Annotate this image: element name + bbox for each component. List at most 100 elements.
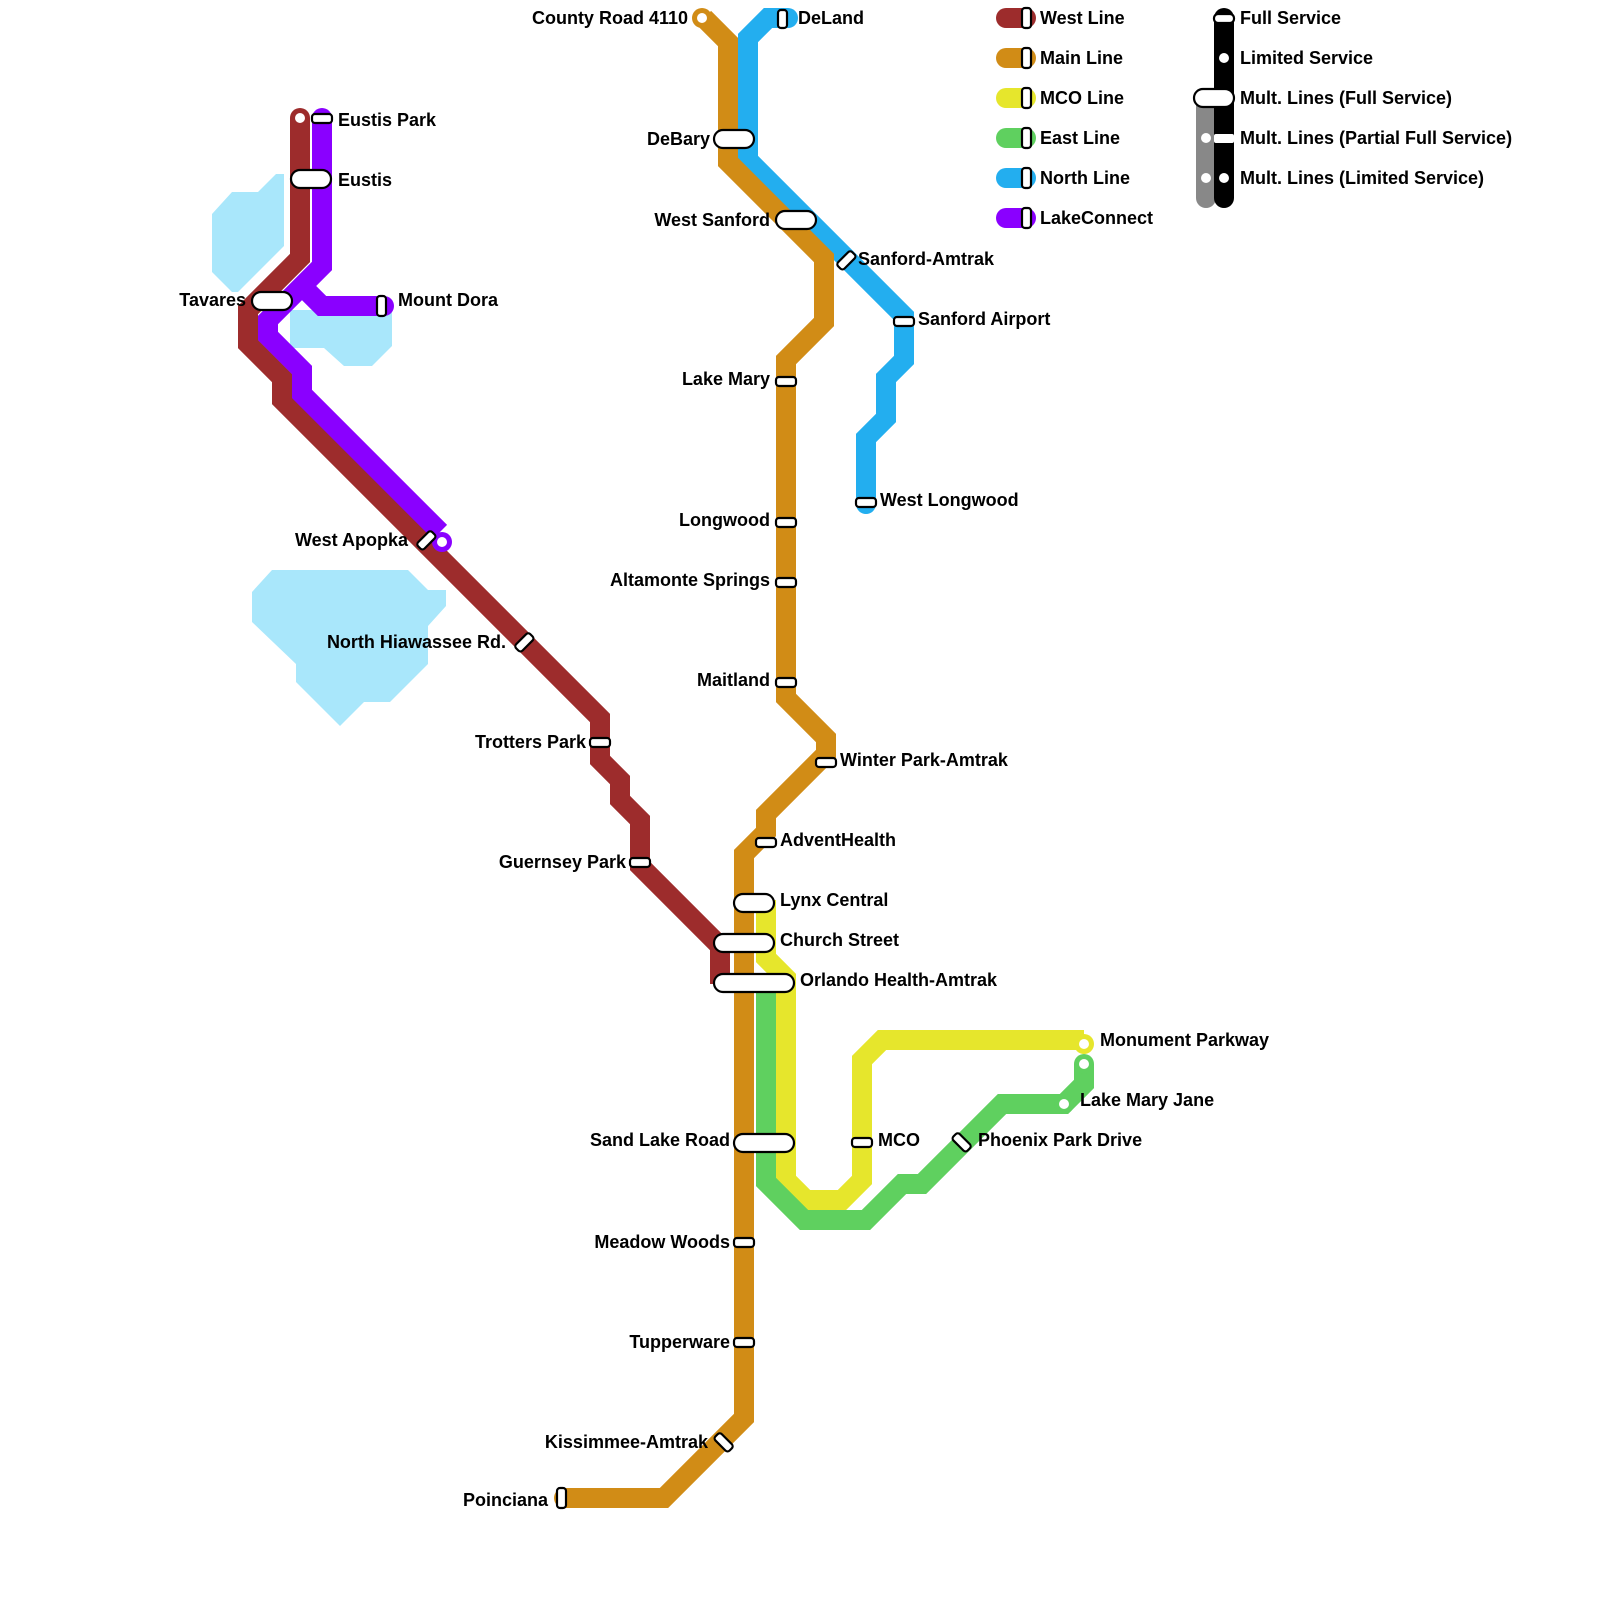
lake-eustis (212, 174, 284, 292)
legend-label-full-service: Full Service (1240, 8, 1341, 28)
legend-marker (1020, 46, 1033, 70)
station-north-hiawassee[interactable] (514, 632, 535, 653)
label-sanford-amtrak: Sanford-Amtrak (858, 249, 995, 269)
legend-label-west: West Line (1040, 8, 1125, 28)
label-lynx-central: Lynx Central (780, 890, 888, 910)
station-tupperware[interactable] (732, 1336, 756, 1349)
legend-service: Full Service Limited Service Mult. Lines… (1192, 8, 1512, 208)
station-eustis-park[interactable] (310, 112, 334, 125)
label-west-sanford: West Sanford (654, 210, 770, 230)
legend-mult-partial-marker (1214, 134, 1234, 143)
legend-lakeconnect: LakeConnect (996, 206, 1153, 230)
station-trotters-park[interactable] (588, 736, 612, 749)
label-debary: DeBary (647, 129, 710, 149)
north-line-path (738, 8, 914, 504)
station-sand-lake-road[interactable] (732, 1132, 796, 1154)
legend-label-mco: MCO Line (1040, 88, 1124, 108)
station-adventhealth[interactable] (754, 836, 778, 849)
legend-mult-full-marker (1192, 87, 1236, 109)
terminal-west-apopka-lc-inner (437, 537, 447, 547)
station-lynx-central[interactable] (732, 892, 776, 914)
label-tavares: Tavares (179, 290, 246, 310)
legend-label-mult-partial: Mult. Lines (Partial Full Service) (1240, 128, 1512, 148)
label-adventhealth: AdventHealth (780, 830, 896, 850)
label-west-longwood: West Longwood (880, 490, 1019, 510)
station-maitland[interactable] (774, 676, 798, 689)
label-sand-lake-road: Sand Lake Road (590, 1130, 730, 1150)
legend-mult-limited-dot-a (1201, 173, 1211, 183)
station-west-sanford[interactable] (774, 209, 818, 231)
station-phoenix-park-drive[interactable] (951, 1132, 972, 1153)
legend-west-line: West Line (996, 6, 1125, 30)
lake-dora (290, 310, 392, 366)
label-trotters-park: Trotters Park (475, 732, 587, 752)
station-winter-park-amtrak[interactable] (814, 756, 838, 769)
label-meadow-woods: Meadow Woods (594, 1232, 730, 1252)
label-guernsey-park: Guernsey Park (499, 852, 627, 872)
station-sanford-amtrak[interactable] (836, 250, 857, 271)
lakeconnect-mount-dora-branch (294, 278, 384, 316)
station-west-apopka[interactable] (416, 530, 437, 551)
station-deland[interactable] (776, 8, 789, 30)
station-tavares[interactable] (250, 290, 294, 312)
legend-lines: West Line Main Line MCO Line East Line N… (996, 6, 1153, 230)
lake-apopka (252, 570, 446, 726)
legend-label-mult-full: Mult. Lines (Full Service) (1240, 88, 1452, 108)
legend-north-line: North Line (996, 166, 1130, 190)
station-debary[interactable] (712, 128, 756, 150)
station-orlando-health-amtrak[interactable] (712, 972, 796, 994)
station-church-street[interactable] (712, 932, 776, 954)
legend-full-service-marker (1212, 12, 1236, 25)
legend-marker (1020, 86, 1033, 110)
label-kissimmee-amtrak: Kissimmee-Amtrak (545, 1432, 709, 1452)
label-orlando-health-amtrak: Orlando Health-Amtrak (800, 970, 998, 990)
terminal-county-road-inner (697, 13, 707, 23)
label-north-hiawassee: North Hiawassee Rd. (327, 632, 506, 652)
legend-mult-partial-limited-dot (1201, 133, 1211, 143)
station-labels: County Road 4110 DeLand DeBary West Sanf… (179, 8, 1269, 1510)
legend-marker (1020, 6, 1033, 30)
terminal-markers (290, 8, 1094, 1508)
station-poinciana[interactable] (555, 1486, 568, 1510)
label-west-apopka: West Apopka (295, 530, 409, 550)
terminal-eustis-park-west-inner (295, 113, 305, 123)
station-sanford-airport[interactable] (892, 315, 916, 328)
station-lake-mary[interactable] (774, 375, 798, 388)
station-longwood[interactable] (774, 516, 798, 529)
station-kissimmee-amtrak[interactable] (713, 1432, 734, 1453)
legend-marker (1020, 166, 1033, 190)
label-poinciana: Poinciana (463, 1490, 549, 1510)
main-line-path (564, 10, 836, 1508)
water-bodies (212, 174, 446, 726)
station-mco[interactable] (850, 1136, 874, 1149)
station-guernsey-park[interactable] (628, 856, 652, 869)
station-altamonte-springs[interactable] (774, 576, 798, 589)
label-monument-parkway: Monument Parkway (1100, 1030, 1269, 1050)
legend-limited-service-marker (1219, 53, 1229, 63)
label-winter-park-amtrak: Winter Park-Amtrak (840, 750, 1009, 770)
station-markers (250, 8, 972, 1510)
legend-main-line: Main Line (996, 46, 1123, 70)
terminal-east-end-inner (1079, 1059, 1089, 1069)
label-maitland: Maitland (697, 670, 770, 690)
terminal-monument-parkway-inner (1079, 1039, 1089, 1049)
label-deland: DeLand (798, 8, 864, 28)
label-eustis-park: Eustis Park (338, 110, 437, 130)
label-mco: MCO (878, 1130, 920, 1150)
legend-label-mult-limited: Mult. Lines (Limited Service) (1240, 168, 1484, 188)
station-west-longwood[interactable] (854, 496, 878, 509)
label-county-road-4110: County Road 4110 (532, 8, 688, 28)
lake-mary-jane-marker-inner (1059, 1099, 1069, 1109)
legend-east-line: East Line (996, 126, 1120, 150)
label-phoenix-park-drive: Phoenix Park Drive (978, 1130, 1142, 1150)
label-eustis: Eustis (338, 170, 392, 190)
legend-label-main: Main Line (1040, 48, 1123, 68)
label-altamonte-springs: Altamonte Springs (610, 570, 770, 590)
label-longwood: Longwood (679, 510, 770, 530)
station-meadow-woods[interactable] (732, 1236, 756, 1249)
legend-mco-line: MCO Line (996, 86, 1124, 110)
station-eustis[interactable] (289, 168, 333, 190)
legend-label-lakeconnect: LakeConnect (1040, 208, 1153, 228)
station-mount-dora[interactable] (375, 294, 388, 318)
mco-line-path (756, 900, 1084, 1210)
